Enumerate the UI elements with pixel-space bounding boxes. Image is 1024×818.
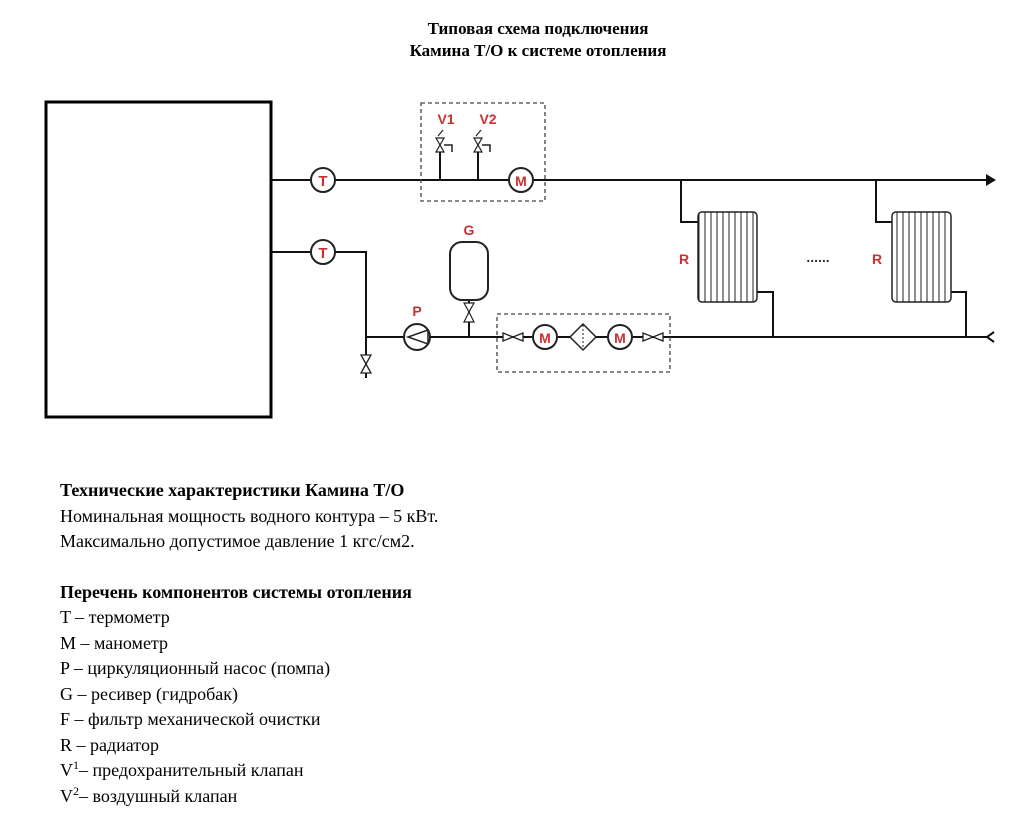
receiver-tank-icon: G — [449, 222, 489, 323]
radiator-1-icon: R — [679, 211, 758, 303]
svg-text:T: T — [318, 245, 327, 262]
radiator-2-icon: R — [872, 211, 952, 303]
drain-valve-icon — [359, 354, 373, 374]
radiator-1-return — [757, 291, 774, 337]
thermometer-supply: T — [310, 167, 336, 193]
component-item: M – манометр — [60, 632, 169, 653]
svg-text:M: M — [515, 173, 527, 189]
component-item: R – радиатор — [60, 734, 159, 755]
specs-heading: Технические характеристики Камина Т/О — [60, 480, 405, 500]
v2-sup: 2 — [73, 783, 79, 798]
title-line-1: Типовая схема подключения — [427, 19, 649, 38]
radiator-1-supply — [680, 180, 698, 223]
thermometer-return: T — [310, 239, 336, 265]
radiator-2-return — [951, 291, 967, 337]
svg-text:M: M — [539, 330, 551, 346]
svg-text:R: R — [679, 251, 689, 267]
manometer-supply: M — [508, 167, 534, 193]
svg-text:T: T — [318, 173, 327, 190]
spacer — [60, 555, 438, 580]
safety-valve-v1-icon: V1 — [434, 111, 455, 153]
filter-icon — [568, 322, 598, 352]
component-item-v1: V1– предохранительный клапан — [60, 758, 438, 784]
component-item: G – ресивер (гидробак) — [60, 683, 238, 704]
v1-sup: 1 — [73, 758, 79, 772]
svg-text:R: R — [872, 251, 882, 267]
pump-icon: P — [403, 303, 431, 351]
shutoff-valve-left-icon — [502, 332, 524, 342]
component-item: P – циркуляционный насос (помпа) — [60, 658, 331, 678]
component-item: T – термометр — [60, 607, 170, 627]
svg-text:G: G — [464, 222, 475, 238]
return-arrow — [985, 331, 995, 343]
valve-group-box — [420, 102, 546, 202]
filter-group-box — [496, 313, 671, 373]
svg-text:V2: V2 — [479, 111, 496, 127]
v2-base: V — [60, 785, 73, 806]
radiator-2-supply — [875, 180, 892, 223]
fireplace-box — [44, 100, 273, 419]
heating-schematic: T T M M M P — [44, 100, 996, 419]
shutoff-valve-right-icon — [642, 332, 664, 342]
svg-text:P: P — [412, 303, 421, 319]
title-line-2: Камина Т/О к системе отопления — [409, 41, 667, 60]
manometer-filter-left: M — [532, 324, 558, 350]
spec-line-power: Номинальная мощность водного контура – 5… — [60, 505, 439, 526]
component-item: F – фильтр механической очистки — [60, 709, 321, 729]
v2-text: – воздушный клапан — [79, 785, 238, 806]
svg-text:V1: V1 — [437, 111, 454, 127]
air-valve-v2-icon: V2 — [472, 111, 497, 153]
component-item-v2: V2– воздушный клапан — [60, 784, 438, 810]
manometer-filter-right: M — [607, 324, 633, 350]
diagram-title: Типовая схема подключения Камина Т/О к с… — [0, 18, 1024, 62]
radiator-ellipsis: ...... — [806, 249, 829, 265]
description-block: Технические характеристики Камина Т/О Но… — [60, 478, 438, 809]
svg-text:M: M — [614, 330, 626, 346]
v1-base: V — [60, 760, 73, 780]
spec-line-pressure: Максимально допустимое давление 1 кгс/см… — [60, 531, 415, 551]
components-heading: Перечень компонентов системы отопления — [60, 581, 412, 602]
supply-arrow — [986, 174, 996, 186]
v1-text: – предохранительный клапан — [79, 760, 304, 780]
